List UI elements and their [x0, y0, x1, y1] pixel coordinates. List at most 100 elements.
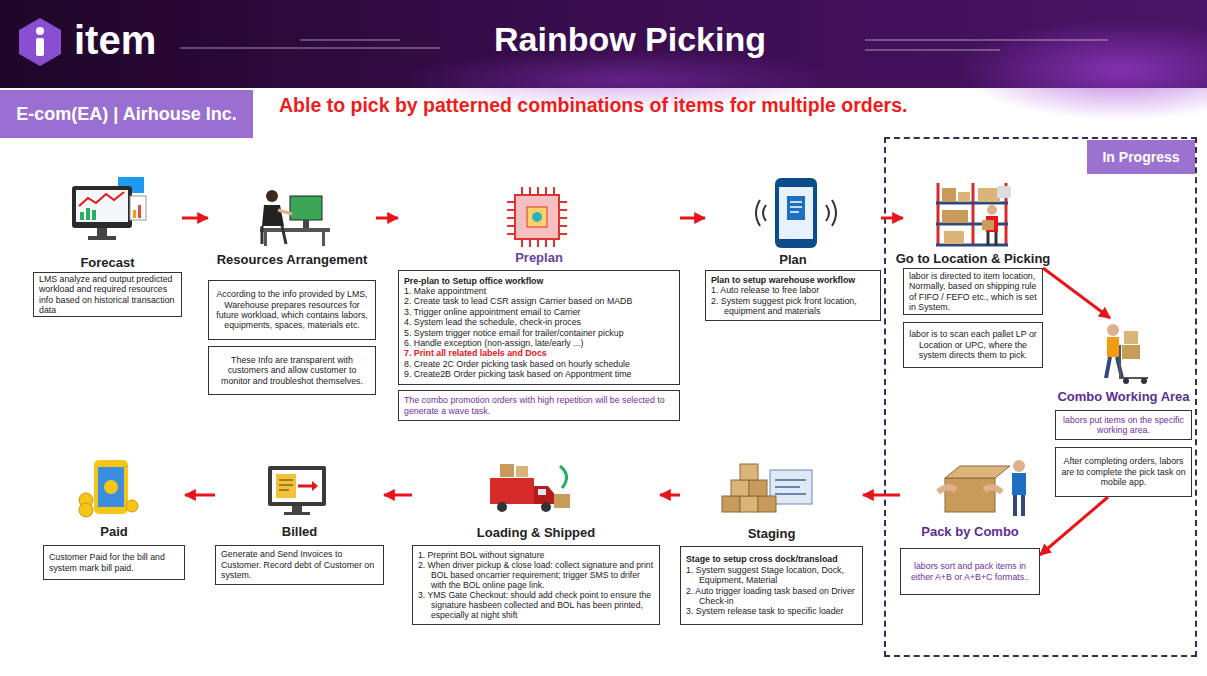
step-heading: Preplan: [368, 250, 710, 265]
note-box: These Info are transparent with customer…: [208, 346, 376, 395]
truck-icon-part: [490, 478, 534, 504]
description-box: labors sort and pack items in either A+B…: [900, 548, 1040, 595]
truck-icon: [490, 464, 570, 512]
flow-arrow: [1043, 268, 1110, 318]
resources-icon-part: [278, 210, 292, 214]
box-title: Stage to setup cross dock/transload: [686, 554, 857, 564]
paid-icon: [79, 460, 138, 517]
forecast-icon-part: [86, 208, 90, 220]
picking-icon-part: [942, 210, 968, 223]
resources-icon-part: [262, 205, 284, 226]
box-text: These Info are transparent with customer…: [214, 355, 370, 386]
combo-area-icon-part: [1124, 331, 1138, 344]
logo-mark: [19, 18, 61, 66]
truck-icon-part: [560, 466, 567, 488]
picking-icon-part: [936, 203, 1008, 245]
truck-icon-part: [541, 502, 551, 512]
billed-icon-part: [312, 481, 318, 491]
pack-icon-part: [938, 487, 1002, 492]
forecast-icon-part: [79, 192, 124, 206]
staging-icon-part: [740, 496, 758, 512]
pack-icon-part: [1015, 495, 1023, 516]
billed-icon-part: [268, 466, 326, 506]
description-box: Plan to setup warehouse workflow1. Auto …: [705, 270, 881, 321]
list-item: 3. Trigger online appointment email to C…: [404, 307, 674, 317]
step-heading: Plan: [675, 252, 911, 267]
flow-arrow: [185, 494, 215, 497]
header-band-part: [300, 40, 400, 41]
list-item: 2. Create task to lead CSR assign Carrie…: [404, 296, 674, 306]
box-text: After completing orders, labors are to c…: [1061, 456, 1186, 487]
flow-arrow: [881, 217, 903, 220]
list-item: 8. Create 2C Order picking task based on…: [404, 359, 674, 369]
description-box: Customer Paid for the bill and system ma…: [43, 545, 185, 580]
picking-icon-part: [944, 231, 964, 244]
list-item: 9. Create2B Order picking task based on …: [404, 369, 674, 379]
step-heading: Pack by Combo: [870, 524, 1070, 539]
forecast-icon-part: [76, 190, 128, 222]
process-step: PreplanPre-plan to Setup office workflow…: [398, 180, 680, 385]
step-heading: Combo Working Area: [1025, 389, 1207, 404]
picking-icon-part: [988, 232, 996, 246]
truck-icon-part: [497, 502, 507, 512]
preplan-icon-part: [507, 187, 567, 247]
list-item: 2. Auto trigger loading task based on Dr…: [686, 586, 857, 607]
preplan-icon: [507, 187, 567, 247]
combo-area-icon-part: [1123, 378, 1129, 384]
page-title: Rainbow Picking: [400, 20, 860, 59]
preplan-icon-part: [532, 212, 542, 222]
staging-icon-part: [758, 496, 776, 512]
forecast-icon: [72, 177, 146, 240]
header-band-part: [865, 50, 1000, 51]
combo-area-icon-part: [1122, 345, 1140, 359]
step-heading: Billed: [185, 524, 414, 539]
step-heading: Resources Arrangement: [178, 252, 406, 267]
list-item: 2. System suggest pick front location, e…: [711, 296, 875, 317]
subtitle: Able to pick by patterned combinations o…: [279, 94, 907, 117]
paid-icon-part: [126, 500, 138, 512]
description-box: Pre-plan to Setup office workflow1. Make…: [398, 270, 680, 385]
picking-icon: [936, 183, 1011, 246]
forecast-icon-part: [130, 196, 146, 220]
description-box: Generate and Send Invoices to Customer. …: [215, 545, 384, 585]
paid-icon-part: [98, 467, 124, 507]
note-box: After completing orders, labors are to c…: [1055, 447, 1192, 497]
resources-icon: [260, 190, 330, 246]
pack-icon-part: [1013, 460, 1025, 472]
staging-icon-part: [722, 496, 740, 512]
box-title: Pre-plan to Setup office workflow: [404, 276, 674, 286]
box-text: Generate and Send Invoices to Customer. …: [221, 549, 378, 580]
combo-area-icon-part: [1107, 337, 1119, 357]
combo-area-icon-part: [1141, 378, 1147, 384]
step-heading: Go to Location & Picking: [873, 251, 1073, 266]
staging-icon-part: [775, 480, 806, 494]
staging-icon: [722, 464, 812, 512]
process-step: Combo Working Arealabors put items on th…: [1055, 318, 1192, 440]
description-box: LMS analyze and output predicted workloa…: [33, 272, 182, 317]
description-box: labor is directed to item location, Norm…: [903, 268, 1043, 315]
staging-icon-part: [749, 480, 767, 496]
billed-icon-part: [284, 512, 310, 515]
process-step: PlanPlan to setup warehouse workflow1. A…: [705, 175, 881, 321]
plan-icon: [756, 178, 836, 248]
forecast-icon-part: [88, 236, 116, 240]
combo-area-icon-part: [1120, 345, 1148, 378]
process-step: StagingStage to setup cross dock/translo…: [680, 465, 863, 625]
list-item: 1. Auto release to free labor: [711, 285, 875, 295]
list-item: 6. Handle exception (non-assign, late/ea…: [404, 338, 674, 348]
billed-icon-part: [276, 474, 296, 498]
flow-arrow: [376, 217, 398, 220]
process-step: BilledGenerate and Send Invoices to Cust…: [215, 462, 384, 585]
resources-icon-part: [264, 232, 267, 246]
flow-arrow: [182, 217, 208, 220]
preplan-icon-part: [515, 195, 559, 239]
plan-icon-part: [787, 196, 805, 220]
description-box: 1. Preprint BOL without signature2. When…: [412, 545, 660, 625]
resources-icon-part: [303, 220, 309, 228]
list-item: 1. Make appointment: [404, 286, 674, 296]
resources-icon-part: [322, 232, 325, 246]
list-item: 5. System trigger notice email for trail…: [404, 328, 674, 338]
flow-arrow: [863, 494, 900, 497]
description-box: labors put items on the specific working…: [1055, 410, 1192, 440]
